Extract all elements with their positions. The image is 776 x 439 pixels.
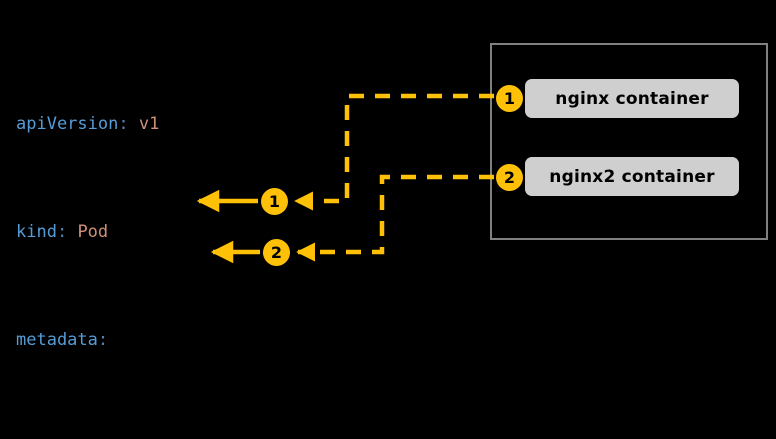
- yaml-colon: :: [118, 114, 129, 134]
- yaml-key: metadata: [16, 330, 98, 350]
- container-box-label: nginx2 container: [549, 166, 715, 187]
- yaml-colon: :: [97, 330, 109, 350]
- marker-badge-panel-1[interactable]: 1: [496, 85, 523, 112]
- yaml-value: Pod: [67, 222, 109, 242]
- container-box-nginx[interactable]: nginx container: [525, 79, 739, 118]
- yaml-line: kind: Pod: [16, 219, 251, 246]
- yaml-key: apiVersion: [16, 114, 119, 134]
- pod-container-panel: [490, 43, 768, 240]
- yaml-line: name: sample: [16, 435, 251, 439]
- marker-badge-panel-2[interactable]: 2: [496, 164, 523, 191]
- yaml-line: apiVersion: v1: [16, 111, 251, 138]
- yaml-colon: :: [56, 222, 68, 242]
- yaml-key: kind: [16, 222, 57, 242]
- dashed-path-link-1: [294, 93, 494, 211]
- yaml-code-block: apiVersion: v1 kind: Pod metadata: name:…: [16, 30, 251, 439]
- dashed-path-link-2: [296, 174, 494, 262]
- marker-badge-yaml-1[interactable]: 1: [261, 188, 288, 215]
- yaml-line: metadata:: [16, 327, 251, 354]
- marker-badge-yaml-2[interactable]: 2: [263, 239, 290, 266]
- connector-link-2: [210, 174, 494, 264]
- container-box-label: nginx container: [555, 88, 709, 109]
- container-box-nginx2[interactable]: nginx2 container: [525, 157, 739, 196]
- yaml-value: v1: [128, 114, 160, 134]
